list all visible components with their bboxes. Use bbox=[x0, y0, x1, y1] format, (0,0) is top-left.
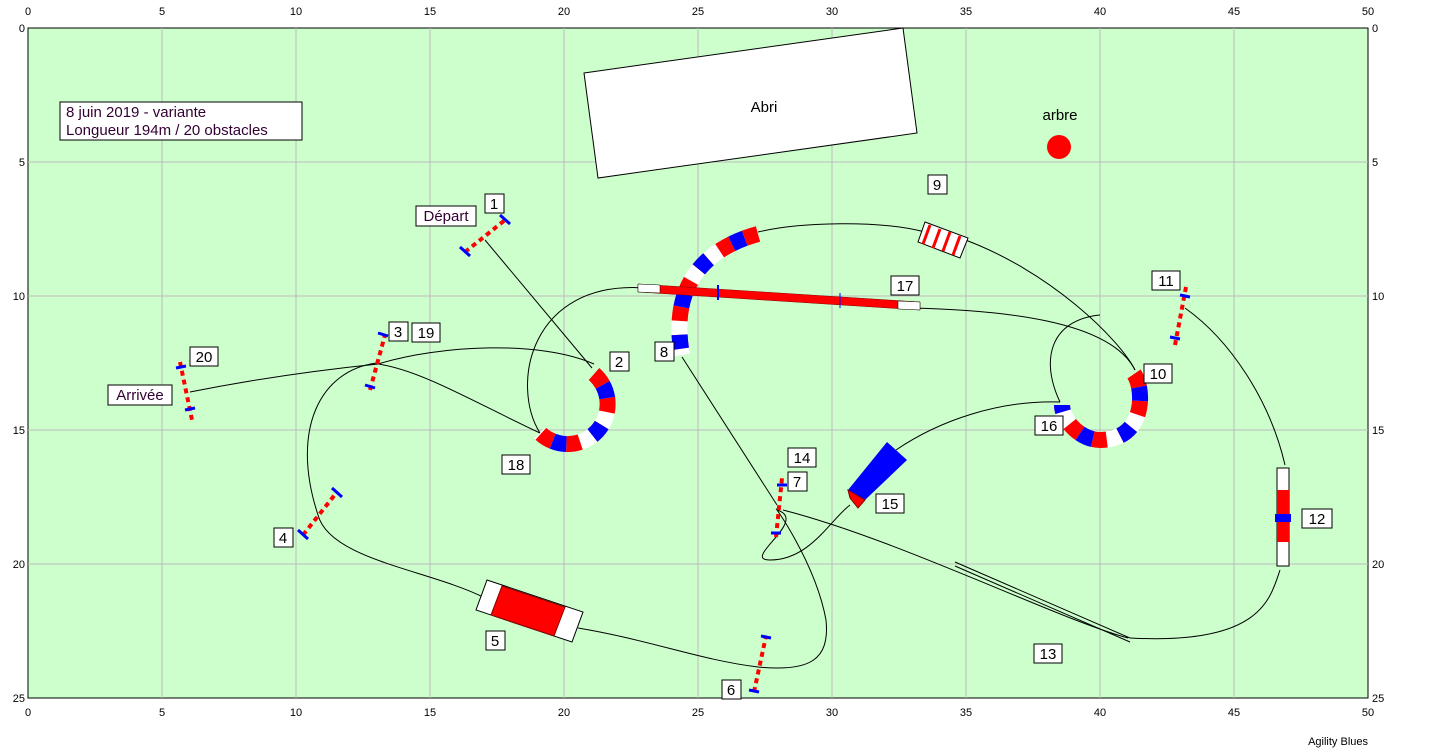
obstacle-number: 12 bbox=[1309, 511, 1326, 528]
jump-3 bbox=[364, 331, 389, 391]
x-tick: 30 bbox=[826, 707, 838, 719]
x-tick: 40 bbox=[1094, 707, 1106, 719]
x-tick: 0 bbox=[25, 707, 31, 719]
obstacle-number: 14 bbox=[794, 450, 811, 467]
x-tick: 25 bbox=[692, 707, 704, 719]
obstacle-number: 11 bbox=[1158, 273, 1174, 290]
obstacle-number: 19 bbox=[418, 325, 435, 342]
y-axis-right: 0 5 10 15 20 25 bbox=[1372, 23, 1384, 705]
start-label-box: Départ bbox=[415, 205, 477, 227]
y-axis-left: 0 5 10 15 20 25 bbox=[13, 23, 25, 705]
x-tick: 20 bbox=[558, 6, 570, 18]
y-tick: 0 bbox=[19, 23, 25, 35]
x-tick: 5 bbox=[159, 6, 165, 18]
tunnel-10-16 bbox=[1054, 369, 1149, 449]
x-tick: 0 bbox=[25, 6, 31, 18]
chute-15 bbox=[847, 442, 907, 509]
x-tick: 50 bbox=[1362, 6, 1374, 18]
obstacle-number: 8 bbox=[660, 344, 668, 361]
x-axis-bottom: 0 5 10 15 20 25 30 35 40 45 50 bbox=[25, 707, 1374, 719]
finish-label-box: Arrivée bbox=[107, 384, 173, 406]
obstacle-number: 3 bbox=[394, 324, 402, 341]
obstacle-number: 20 bbox=[196, 349, 213, 366]
obstacle-number: 18 bbox=[508, 457, 525, 474]
weave-13 bbox=[954, 561, 1131, 643]
finish-label: Arrivée bbox=[116, 387, 164, 404]
tunnel-8 bbox=[671, 226, 761, 357]
jump-4 bbox=[296, 486, 344, 541]
y-tick: 20 bbox=[1372, 559, 1384, 571]
x-tick: 45 bbox=[1228, 707, 1240, 719]
obstacle-number: 10 bbox=[1150, 366, 1167, 383]
obstacle-number: 1 bbox=[490, 196, 498, 213]
y-tick: 5 bbox=[19, 157, 25, 169]
y-tick: 10 bbox=[13, 291, 25, 303]
x-tick: 35 bbox=[960, 707, 972, 719]
obstacle-number: 16 bbox=[1041, 418, 1058, 435]
obstacle-number: 13 bbox=[1040, 646, 1057, 663]
course-info-box: 8 juin 2019 - variante Longueur 194m / 2… bbox=[59, 101, 303, 141]
tree: arbre bbox=[1042, 107, 1078, 159]
x-tick: 10 bbox=[290, 6, 302, 18]
x-tick: 25 bbox=[692, 6, 704, 18]
obstacle-9 bbox=[917, 221, 969, 259]
obstacle-number: 17 bbox=[897, 278, 914, 295]
jump-20 bbox=[175, 361, 196, 421]
obstacle-number: 6 bbox=[727, 682, 735, 699]
jump-11 bbox=[1169, 286, 1191, 346]
x-tick: 35 bbox=[960, 6, 972, 18]
y-tick: 25 bbox=[13, 693, 25, 705]
obstacle-number-labels: 1 2 3 19 4 5 6 7 14 8 9 10 11 12 13 15 1 bbox=[189, 174, 1333, 700]
obstacle-number: 2 bbox=[615, 354, 623, 371]
y-tick: 0 bbox=[1372, 23, 1378, 35]
x-tick: 10 bbox=[290, 707, 302, 719]
obstacle-12 bbox=[1275, 467, 1291, 567]
y-tick: 20 bbox=[13, 559, 25, 571]
shelter-label: Abri bbox=[751, 99, 778, 116]
jump-1 bbox=[458, 213, 512, 258]
x-tick: 15 bbox=[424, 707, 436, 719]
x-tick: 15 bbox=[424, 6, 436, 18]
obstacle-number: 15 bbox=[882, 496, 899, 513]
x-tick: 20 bbox=[558, 707, 570, 719]
dogwalk-17 bbox=[637, 283, 921, 311]
course-date: 8 juin 2019 - variante bbox=[66, 104, 206, 121]
x-tick: 40 bbox=[1094, 6, 1106, 18]
x-tick: 5 bbox=[159, 707, 165, 719]
course-length: Longueur 194m / 20 obstacles bbox=[66, 122, 268, 139]
y-tick: 15 bbox=[1372, 425, 1384, 437]
x-tick: 30 bbox=[826, 6, 838, 18]
x-tick: 50 bbox=[1362, 707, 1374, 719]
start-label: Départ bbox=[423, 208, 469, 225]
shelter: Abri bbox=[583, 27, 918, 179]
y-tick: 5 bbox=[1372, 157, 1378, 169]
x-axis-top: 0 5 10 15 20 25 30 35 40 45 50 bbox=[25, 6, 1374, 18]
jump-6 bbox=[748, 634, 772, 694]
tree-label: arbre bbox=[1042, 107, 1077, 124]
tree-marker bbox=[1047, 135, 1071, 159]
obstacle-number: 4 bbox=[279, 530, 287, 547]
y-tick: 10 bbox=[1372, 291, 1384, 303]
y-tick: 25 bbox=[1372, 693, 1384, 705]
credit-text: Agility Blues bbox=[1308, 736, 1368, 748]
y-tick: 15 bbox=[13, 425, 25, 437]
x-tick: 45 bbox=[1228, 6, 1240, 18]
obstacle-number: 9 bbox=[933, 177, 941, 194]
jump-7 bbox=[771, 477, 787, 538]
aframe-5 bbox=[475, 579, 584, 643]
obstacle-number: 5 bbox=[491, 633, 499, 650]
tunnel-2-18 bbox=[534, 367, 616, 453]
obstacle-number: 7 bbox=[793, 474, 801, 491]
